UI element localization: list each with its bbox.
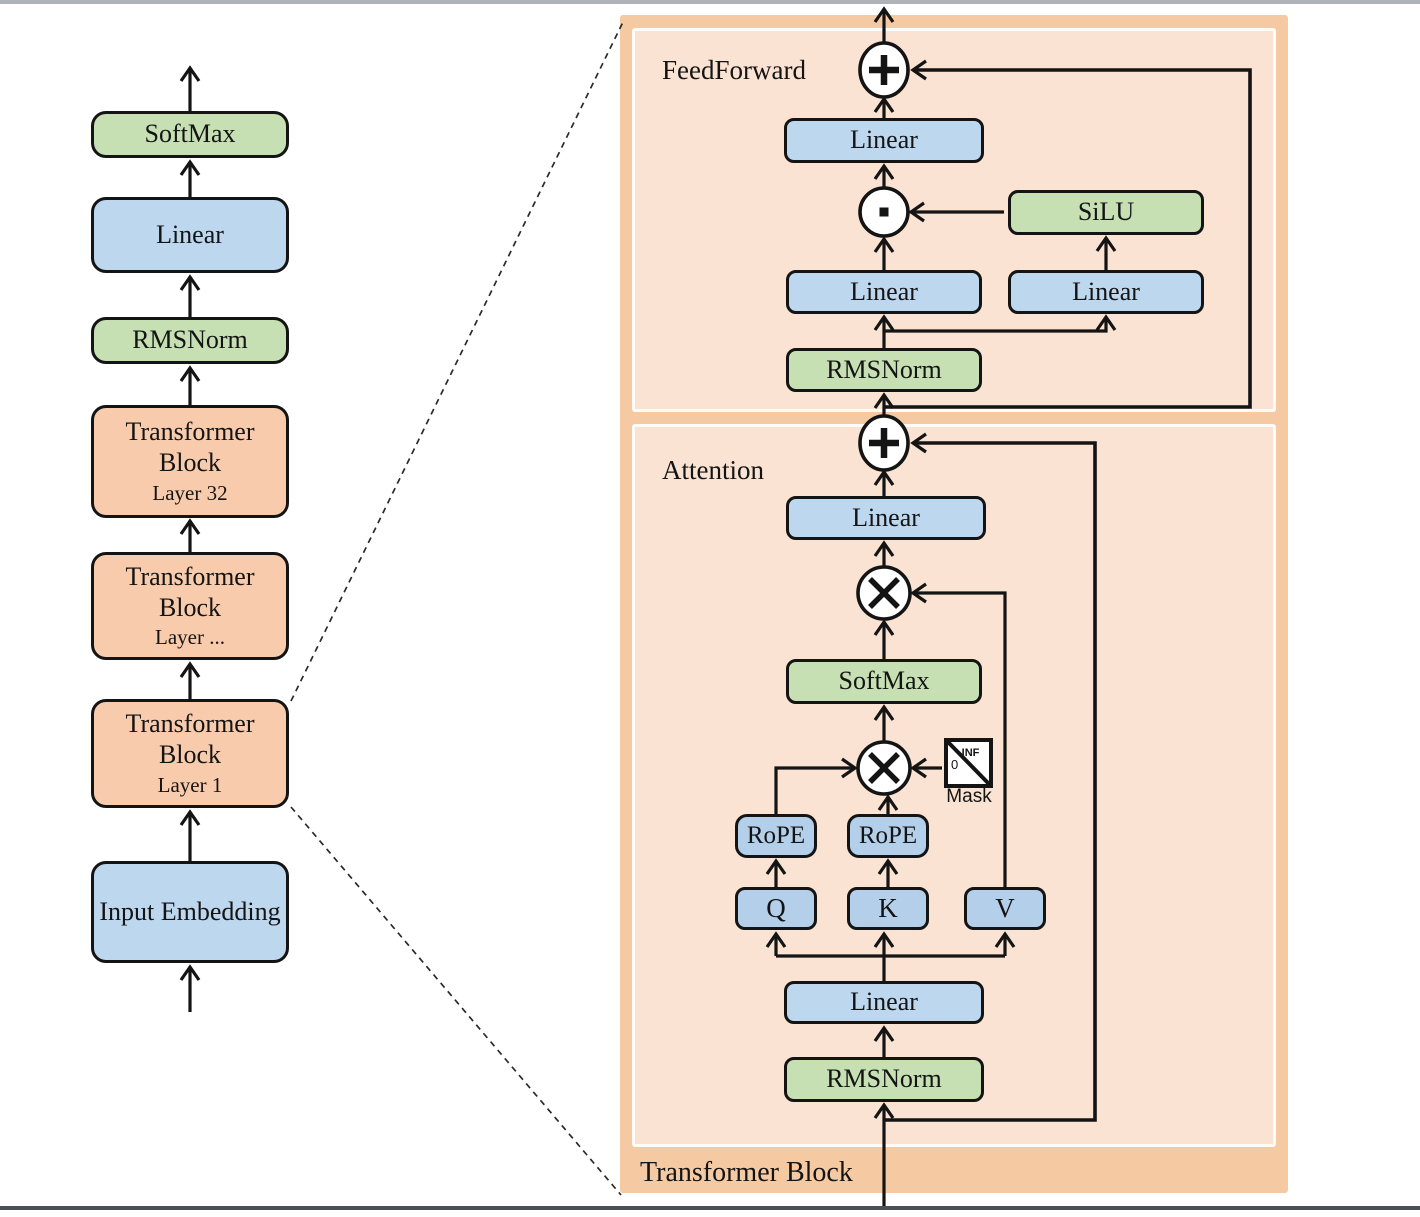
transformer-block-32-sublabel: Layer 32 [152,480,228,505]
ff-silu-label: SiLU [1077,197,1135,227]
attention-section-label: Attention [662,455,764,485]
ff-linear-out-label: Linear [850,125,918,155]
ff-rmsnorm-block: RMSNorm [786,348,982,392]
input-embedding-label: Input Embedding [99,896,281,926]
left-rmsnorm-label: RMSNorm [132,325,248,355]
ff-linear-up-label: Linear [1072,276,1140,306]
att-linear-out-block: Linear [786,496,986,540]
att-rmsnorm-label: RMSNorm [826,1064,942,1094]
feedforward-wires [873,6,1252,417]
dot-product-icon [858,186,910,238]
matmul-icon-qk [856,740,912,796]
transformer-block-1-sublabel: Layer 1 [157,772,223,797]
att-rope-k-label: RoPE [858,822,918,850]
att-linear-out-label: Linear [852,502,920,532]
att-q-label: Q [766,892,786,923]
transformer-block-dots-label: Transformer Block [125,561,255,622]
left-transformer-block-dots: Transformer Block Layer ... [91,552,289,660]
add-icon-attention [858,414,910,472]
att-v-block: V [964,887,1046,930]
left-input-embedding-block: Input Embedding [91,861,289,963]
att-k-label: K [878,892,898,923]
ff-rmsnorm-label: RMSNorm [826,354,942,384]
att-linear-in-label: Linear [850,987,918,1017]
mask-icon [944,738,993,788]
att-rmsnorm-block: RMSNorm [784,1057,984,1102]
att-rope-q-label: RoPE [746,822,806,850]
att-linear-in-block: Linear [784,981,984,1024]
ff-linear-out-block: Linear [784,118,984,163]
transformer-block-dots-sublabel: Layer ... [155,625,225,650]
ff-silu-block: SiLU [1008,190,1204,235]
left-linear-block: Linear [91,197,289,273]
ff-linear-gate-block: Linear [786,270,982,314]
window-top-border [0,0,1420,4]
transformer-block-container-label: Transformer Block [640,1157,853,1188]
left-transformer-block-32: Transformer Block Layer 32 [91,405,289,518]
att-softmax-block: SoftMax [786,659,982,704]
mask-label: Mask [946,786,992,807]
left-rmsnorm-block: RMSNorm [91,317,289,364]
left-transformer-block-1: Transformer Block Layer 1 [91,699,289,808]
left-softmax-label: SoftMax [144,119,236,149]
expansion-dashed-lines [290,19,625,1196]
ff-linear-up-block: Linear [1008,270,1204,314]
add-icon [858,41,910,99]
window-bottom-border [0,1206,1420,1210]
att-q-block: Q [735,887,817,930]
matmul-icon-scores-v [856,565,912,621]
mask-upper-value: -INF [958,747,980,759]
att-k-block: K [847,887,929,930]
att-rope-q-block: RoPE [735,814,817,858]
feedforward-section-label: FeedForward [662,55,806,85]
left-linear-label: Linear [156,219,224,249]
ff-linear-gate-label: Linear [850,276,918,306]
att-softmax-label: SoftMax [838,666,930,696]
attention-wires [765,432,1097,1206]
att-rope-k-block: RoPE [847,814,929,858]
transformer-block-1-label: Transformer Block [125,709,255,770]
transformer-block-32-label: Transformer Block [125,417,255,478]
att-v-label: V [995,892,1015,923]
left-softmax-block: SoftMax [91,111,289,158]
mask-lower-value: 0 [951,757,959,772]
